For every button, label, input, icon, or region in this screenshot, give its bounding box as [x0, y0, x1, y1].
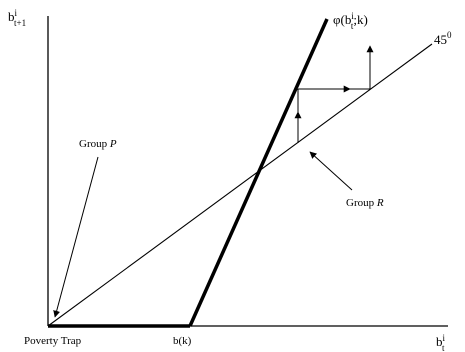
diagonal-45-label: 450	[434, 30, 452, 47]
group-r-label: Group R	[346, 197, 384, 209]
group-p-label: Group P	[79, 138, 117, 150]
poverty-trap-label: Poverty Trap	[24, 335, 82, 347]
group-r-pointer-arrow	[309, 151, 353, 191]
diagonal-45-line	[47, 43, 433, 327]
bk-label: b(k)	[173, 335, 192, 347]
group-p-pointer-arrow	[53, 156, 99, 318]
phi-curve-steep-segment	[188, 18, 329, 327]
